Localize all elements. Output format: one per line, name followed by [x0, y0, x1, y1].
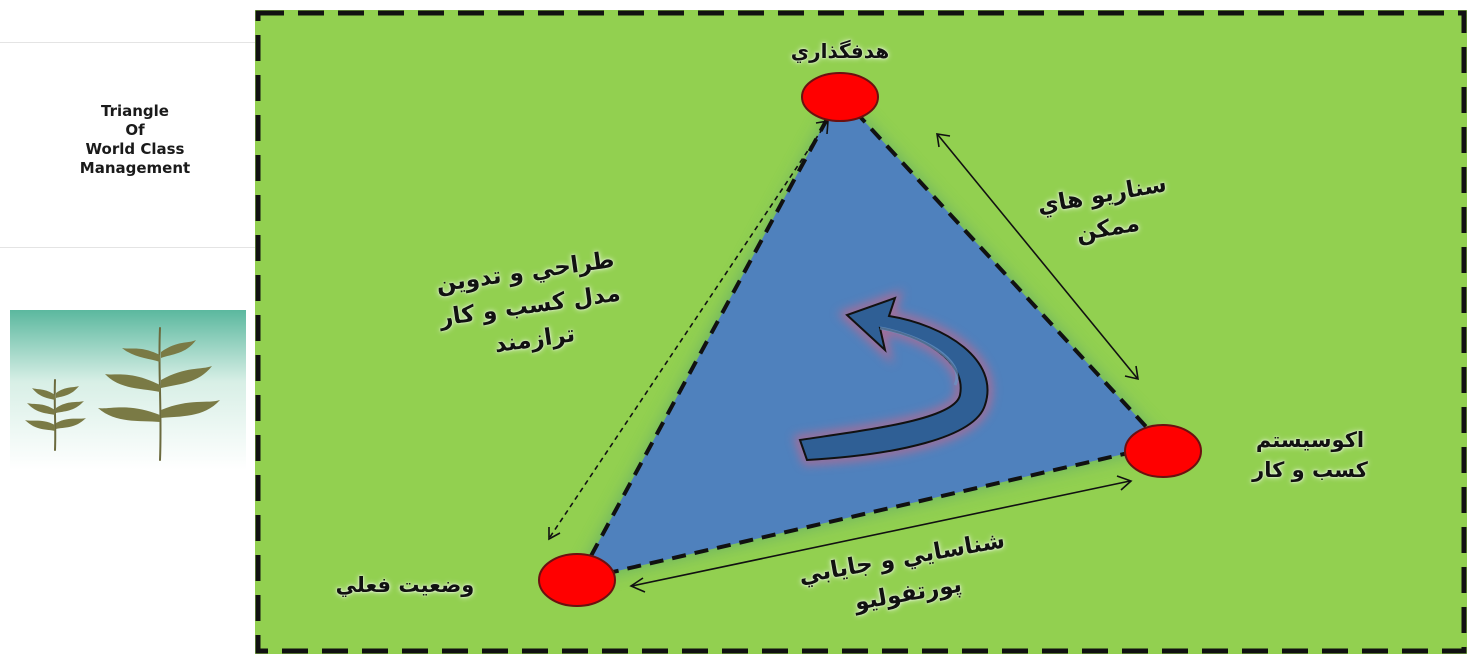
- sidebar-title-line-2: Of: [40, 121, 230, 140]
- sidebar-divider-bottom: [0, 247, 260, 248]
- node-top: [802, 73, 878, 121]
- diagram-frame: هدفگذاري اکوسيستم کسب و کار وضعيت فعلي ط…: [255, 10, 1467, 654]
- sidebar-title-line-3: World Class: [40, 140, 230, 159]
- node-right-label: اکوسيستم کسب و کار: [1220, 425, 1400, 485]
- sidebar-title: Triangle Of World Class Management: [40, 102, 230, 178]
- node-bottom-left-label: وضعيت فعلي: [315, 570, 495, 600]
- node-top-label: هدفگذاري: [760, 36, 920, 66]
- left-arrow-head-bottom: [549, 527, 560, 539]
- sidebar-title-line-1: Triangle: [40, 102, 230, 121]
- sidebar-divider-top: [0, 42, 260, 43]
- plant-logo-icon: [10, 310, 246, 470]
- node-right: [1125, 425, 1201, 477]
- node-bottom-left: [539, 554, 615, 606]
- sidebar-title-line-4: Management: [40, 159, 230, 178]
